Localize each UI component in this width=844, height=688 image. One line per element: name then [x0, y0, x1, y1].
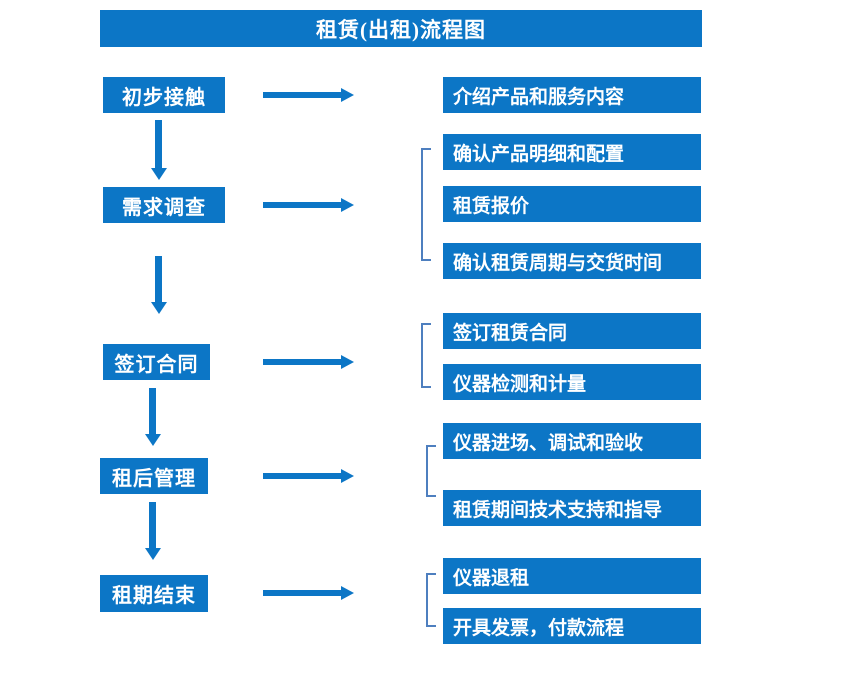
step-box-rental-end: 租期结束 [100, 575, 208, 612]
flow-arrow-right-icon [263, 359, 341, 365]
step-box-demand-survey: 需求调查 [103, 187, 225, 223]
step-box-post-rental-management: 租后管理 [100, 458, 208, 494]
flow-arrow-down-icon [155, 120, 162, 168]
flow-arrow-right-icon [263, 202, 341, 208]
group-bracket-icon [421, 148, 431, 261]
group-bracket-icon [426, 445, 436, 497]
detail-box-instrument-return: 仪器退租 [443, 558, 701, 594]
flow-arrow-right-icon [263, 473, 341, 479]
group-bracket-icon [426, 573, 436, 627]
group-bracket-icon [421, 323, 431, 388]
flow-arrow-right-icon [263, 590, 341, 596]
flow-arrow-down-icon [149, 502, 156, 548]
detail-box-introduce-products: 介绍产品和服务内容 [443, 77, 701, 113]
detail-box-invoice-payment: 开具发票，付款流程 [443, 608, 701, 644]
detail-box-rental-quotation: 租赁报价 [443, 186, 701, 222]
detail-box-technical-support: 租赁期间技术支持和指导 [443, 490, 701, 526]
detail-box-sign-rental-contract: 签订租赁合同 [443, 313, 701, 349]
detail-box-confirm-period-delivery: 确认租赁周期与交货时间 [443, 243, 701, 279]
step-box-sign-contract: 签订合同 [103, 344, 210, 380]
detail-box-instrument-setup-acceptance: 仪器进场、调试和验收 [443, 423, 701, 459]
page-title: 租赁(出租)流程图 [100, 10, 702, 47]
flow-arrow-down-icon [149, 388, 156, 434]
step-box-initial-contact: 初步接触 [103, 77, 225, 113]
flow-arrow-right-icon [263, 92, 341, 98]
flow-arrow-down-icon [155, 256, 162, 302]
detail-box-instrument-testing: 仪器检测和计量 [443, 364, 701, 400]
detail-box-confirm-product-config: 确认产品明细和配置 [443, 134, 701, 170]
